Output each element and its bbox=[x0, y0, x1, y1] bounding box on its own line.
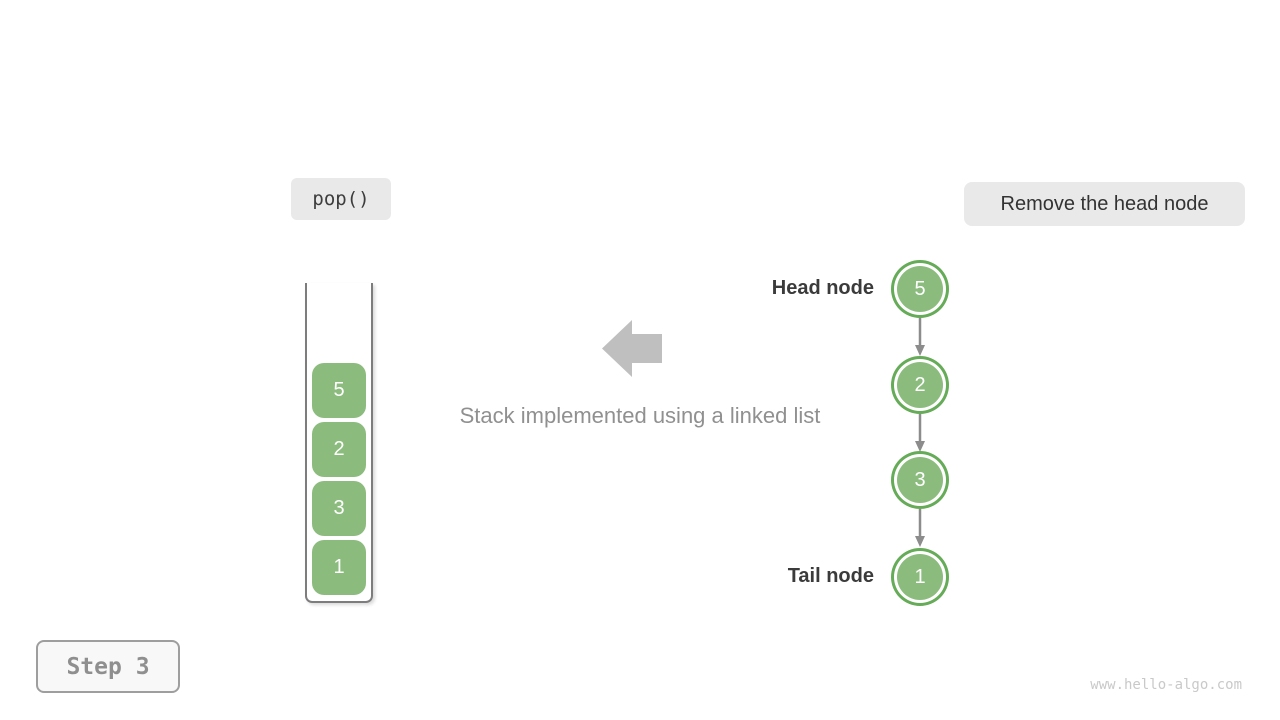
linked-list-node-value: 2 bbox=[914, 373, 926, 396]
head-node-label: Head node bbox=[771, 277, 874, 299]
down-arrow-icon bbox=[915, 509, 925, 547]
stack-item: 5 bbox=[312, 363, 366, 418]
stack-item-value: 5 bbox=[333, 379, 345, 401]
stack-container: 5 2 3 1 bbox=[305, 283, 373, 603]
tail-node-label: Tail node bbox=[787, 565, 874, 587]
operation-badge-label: pop() bbox=[312, 188, 370, 210]
linked-list-node-value: 1 bbox=[914, 565, 926, 588]
action-badge-label: Remove the head node bbox=[1000, 192, 1209, 215]
watermark-text: www.hello-algo.com bbox=[1090, 677, 1242, 693]
action-badge: Remove the head node bbox=[964, 182, 1245, 226]
stack-item-value: 1 bbox=[333, 556, 345, 578]
step-badge-label: Step 3 bbox=[66, 653, 150, 680]
operation-badge: pop() bbox=[291, 178, 391, 220]
down-arrow-icon bbox=[915, 318, 925, 356]
linked-list-node: 5 bbox=[897, 266, 943, 312]
linked-list-node: 2 bbox=[897, 362, 943, 408]
linked-list-node: 3 bbox=[897, 457, 943, 503]
stack-item: 2 bbox=[312, 422, 366, 477]
left-block-arrow-icon bbox=[602, 320, 662, 377]
linked-list-node-value: 5 bbox=[914, 277, 926, 300]
linked-list-node: 1 bbox=[897, 554, 943, 600]
stack-item-value: 2 bbox=[333, 438, 345, 460]
stack-item: 3 bbox=[312, 481, 366, 536]
stack-item: 1 bbox=[312, 540, 366, 595]
down-arrow-icon bbox=[915, 414, 925, 452]
step-badge: Step 3 bbox=[36, 640, 180, 693]
caption-text: Stack implemented using a linked list bbox=[459, 403, 821, 428]
linked-list-node-value: 3 bbox=[914, 468, 926, 491]
stack-item-value: 3 bbox=[333, 497, 345, 519]
